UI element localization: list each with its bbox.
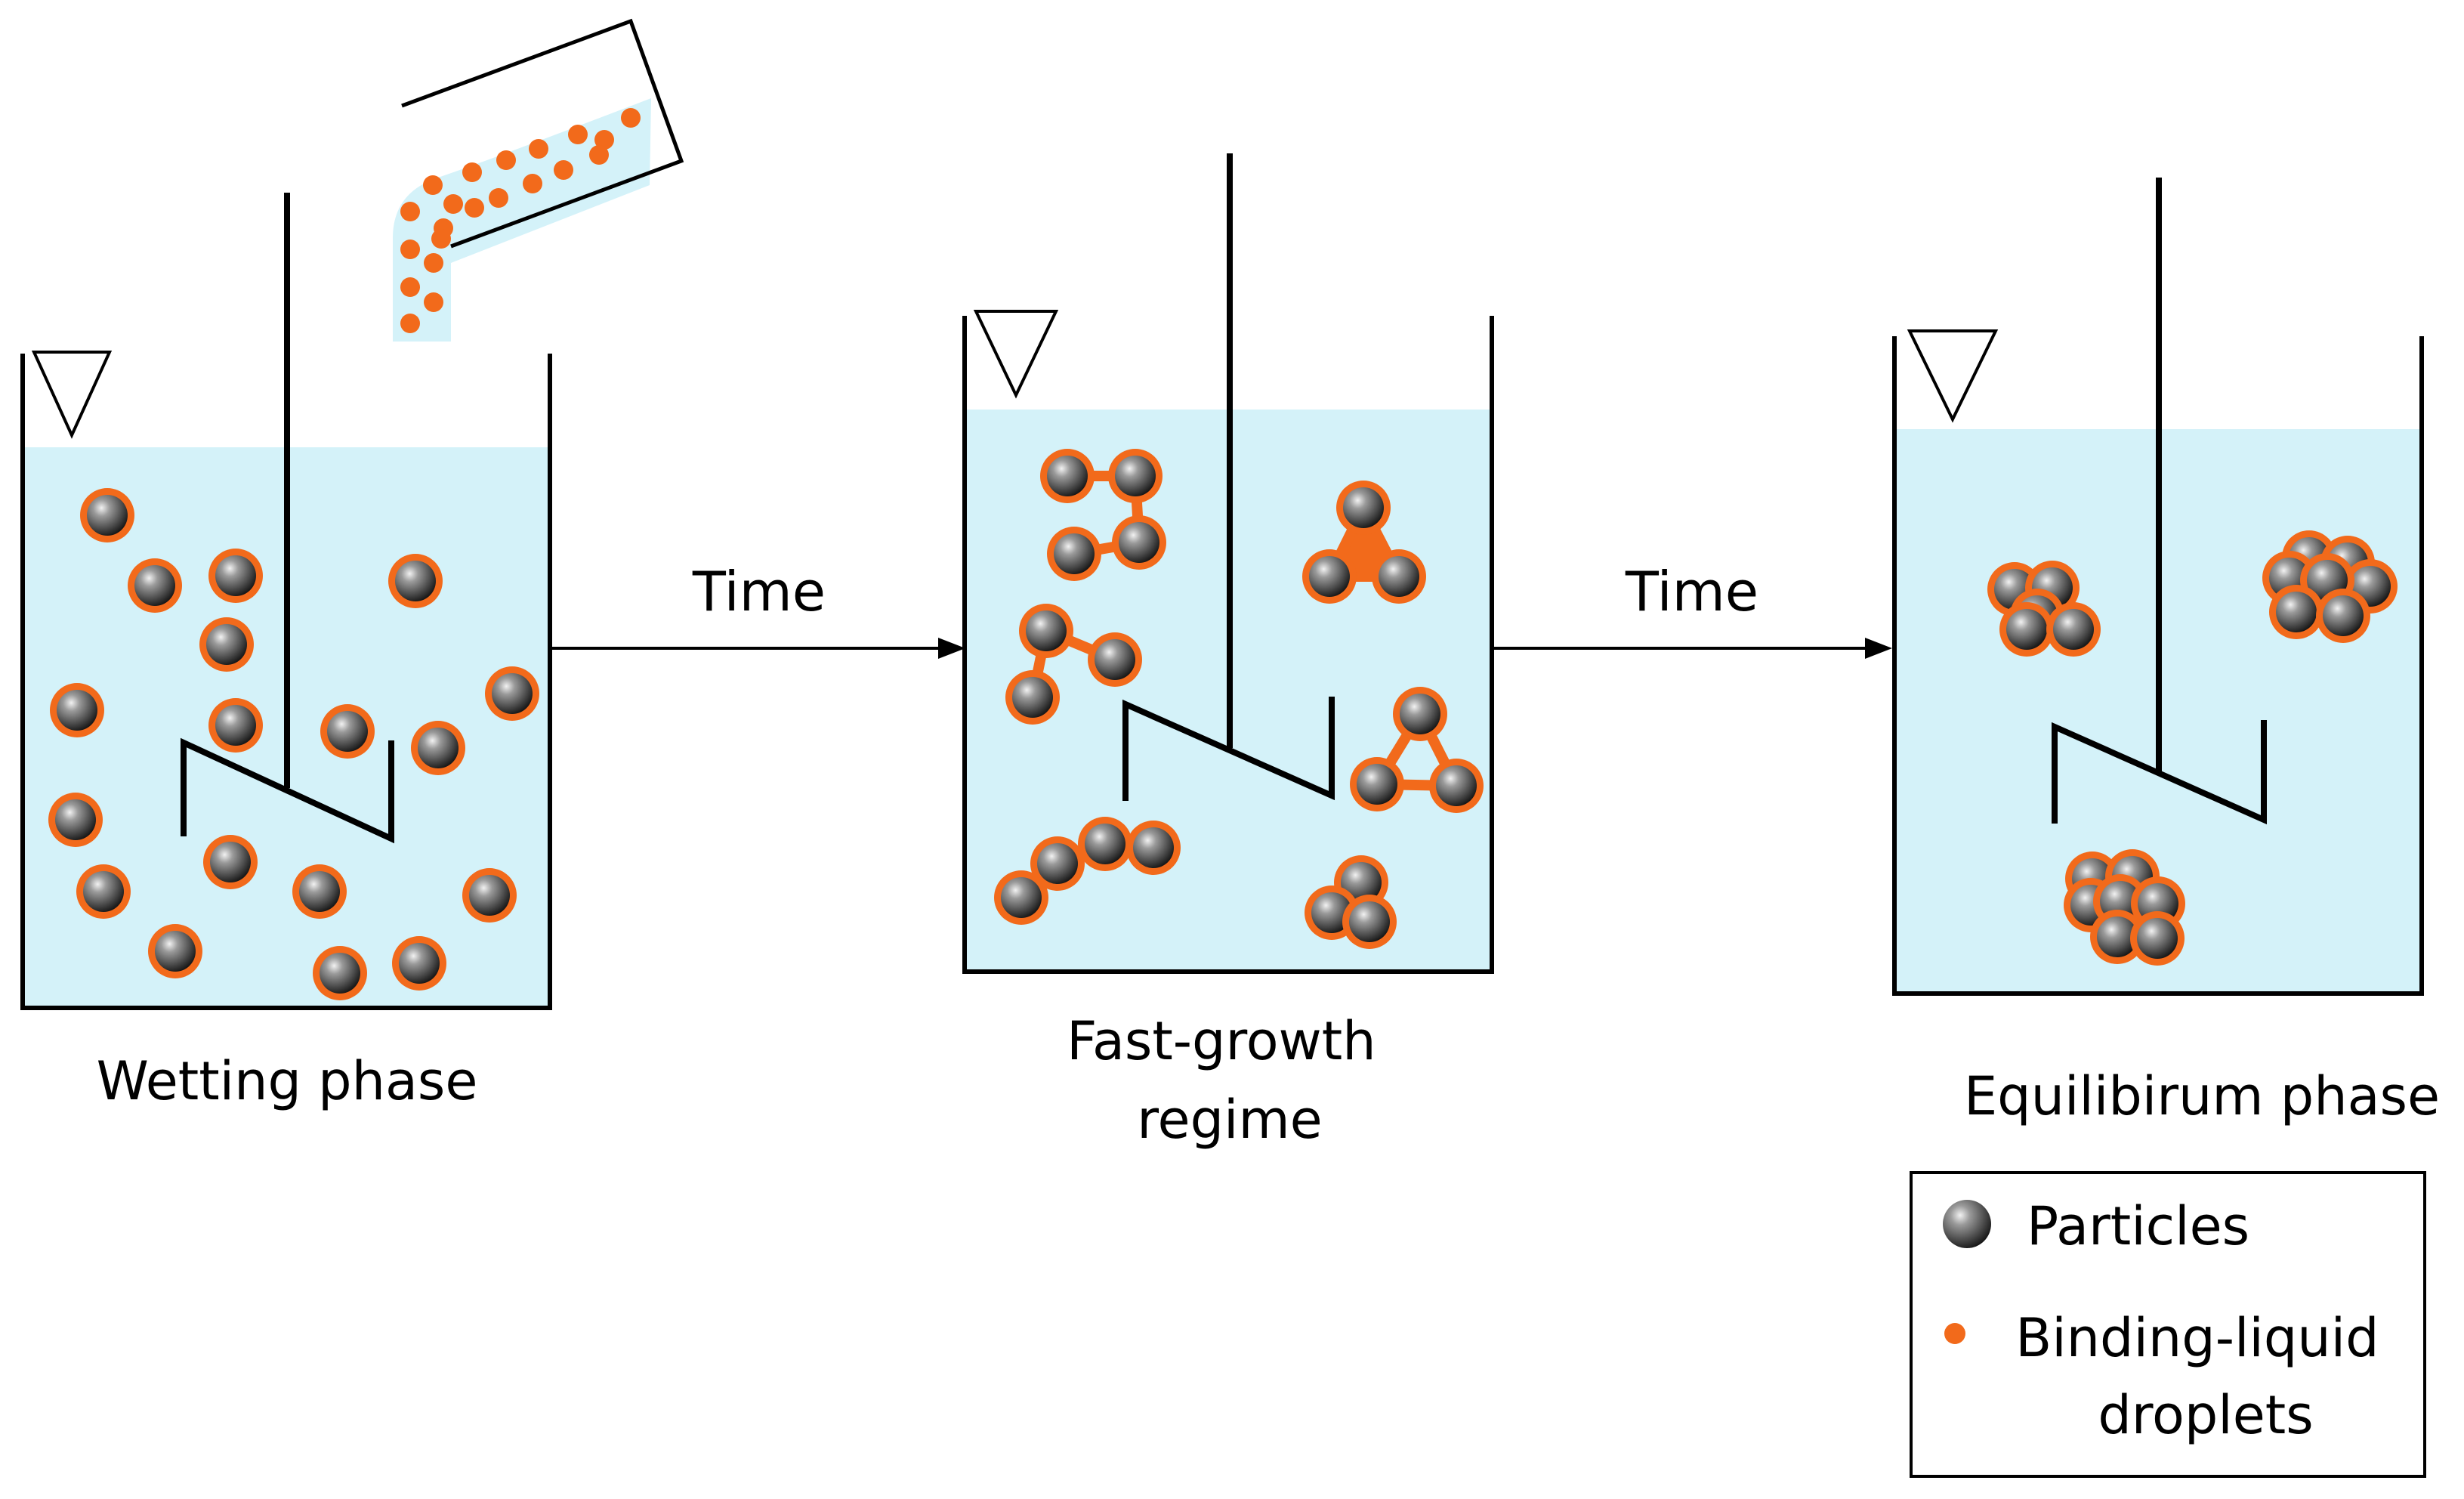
particle-core	[2276, 592, 2317, 632]
particle-core	[1357, 764, 1397, 805]
particle-core	[1436, 765, 1477, 806]
particle-core	[1309, 556, 1350, 597]
droplet-icon	[443, 194, 463, 214]
granules-group	[1987, 530, 2398, 966]
stage-wetting: Wetting phase	[20, 18, 684, 1112]
droplet-icon	[554, 160, 573, 180]
particle-core	[87, 495, 128, 536]
particle-core	[83, 871, 124, 912]
stage-equilibrium: Equilibirum phase	[1892, 178, 2440, 1127]
particle-core	[155, 931, 196, 972]
particle-core	[1037, 843, 1078, 884]
particle-core	[2006, 609, 2047, 650]
particle-core	[327, 711, 368, 752]
particle-core	[55, 799, 96, 840]
particle-core	[1341, 862, 1382, 903]
particle-core	[1349, 901, 1390, 942]
particle-core	[215, 555, 256, 596]
legend-droplets-label: Binding-liquid droplets	[2015, 1307, 2396, 1446]
droplet-icon	[529, 139, 548, 159]
droplet-icon	[465, 198, 484, 218]
particle-core	[1115, 456, 1156, 496]
beaker-outline	[1892, 336, 2424, 996]
droplet-icon	[523, 174, 542, 193]
particle-core	[2097, 916, 2138, 957]
particle-core	[469, 875, 510, 916]
time-arrow: Time	[1493, 560, 1892, 659]
stirrer-icon	[2052, 178, 2267, 825]
particle-core	[1119, 522, 1159, 563]
stage-fast-growth: Fast-growth regime	[962, 153, 1494, 1151]
pouring-pipe-icon	[393, 18, 684, 342]
pour-droplets	[400, 108, 641, 333]
particle-core	[1379, 556, 1419, 597]
particle-core	[418, 728, 459, 768]
particle-core	[1133, 827, 1174, 868]
particles-group	[48, 488, 539, 1000]
droplet-icon	[589, 145, 609, 165]
arrow-label: Time	[1625, 560, 1758, 623]
liquid-level-icon	[31, 351, 113, 439]
droplet-icon	[489, 188, 508, 208]
particle-core	[210, 842, 251, 882]
droplet-icon	[424, 292, 443, 312]
particle-core	[2137, 918, 2178, 959]
particle-core	[206, 624, 247, 665]
arrow-label: Time	[692, 560, 826, 623]
particle-core	[1001, 877, 1042, 918]
stirrer-icon	[181, 193, 394, 844]
stirrer-icon	[1122, 153, 1335, 801]
particle-core	[134, 565, 175, 606]
particle-core	[395, 561, 436, 601]
particle-core	[492, 673, 533, 714]
beaker-outline	[962, 316, 1494, 974]
particle-core	[1400, 694, 1440, 734]
particle-core	[1054, 533, 1095, 574]
particle-core	[1047, 456, 1088, 496]
particle-core	[1311, 892, 1352, 933]
droplet-legend-icon	[1944, 1323, 1965, 1344]
arrowhead-icon	[1865, 638, 1892, 659]
droplet-icon	[423, 175, 443, 195]
droplet-icon	[431, 229, 451, 249]
legend-particles-label: Particles	[2027, 1195, 2249, 1257]
droplet-icon	[621, 108, 641, 128]
legend-box	[1910, 1171, 2426, 1478]
particle-core	[2323, 595, 2364, 636]
particle-core	[2053, 609, 2094, 650]
beaker-outline	[20, 354, 552, 1010]
droplet-icon	[424, 253, 443, 273]
droplet-icon	[462, 162, 482, 182]
particle-core	[320, 953, 360, 994]
droplet-icon	[400, 314, 420, 333]
particle-core	[1012, 677, 1053, 718]
stage-label: Equilibirum phase	[1964, 1065, 2440, 1127]
droplet-icon	[400, 202, 420, 221]
particle-core	[299, 871, 340, 912]
stage-label: Fast-growth regime	[1067, 1010, 1393, 1151]
particle-core	[1095, 639, 1135, 680]
particle-legend-icon	[1943, 1200, 1991, 1248]
particle-core	[399, 943, 440, 984]
liquid-level-icon	[973, 310, 1059, 399]
particle-core	[1085, 824, 1125, 864]
droplet-icon	[400, 277, 420, 297]
droplet-icon	[496, 150, 516, 170]
stage-label: Wetting phase	[97, 1050, 478, 1112]
liquid-level-icon	[1907, 329, 1999, 423]
particle-core	[57, 690, 97, 731]
droplet-icon	[568, 125, 588, 144]
arrowhead-icon	[938, 638, 965, 659]
particle-core	[1343, 487, 1384, 528]
droplet-icon	[400, 240, 420, 259]
particle-core	[1026, 610, 1067, 651]
agglomerates-group	[994, 449, 1484, 949]
time-arrow: Time	[551, 560, 965, 659]
droplet-icon	[594, 130, 614, 150]
legend: Particles Binding-liquid droplets	[1910, 1171, 2426, 1478]
particle-core	[215, 705, 256, 746]
